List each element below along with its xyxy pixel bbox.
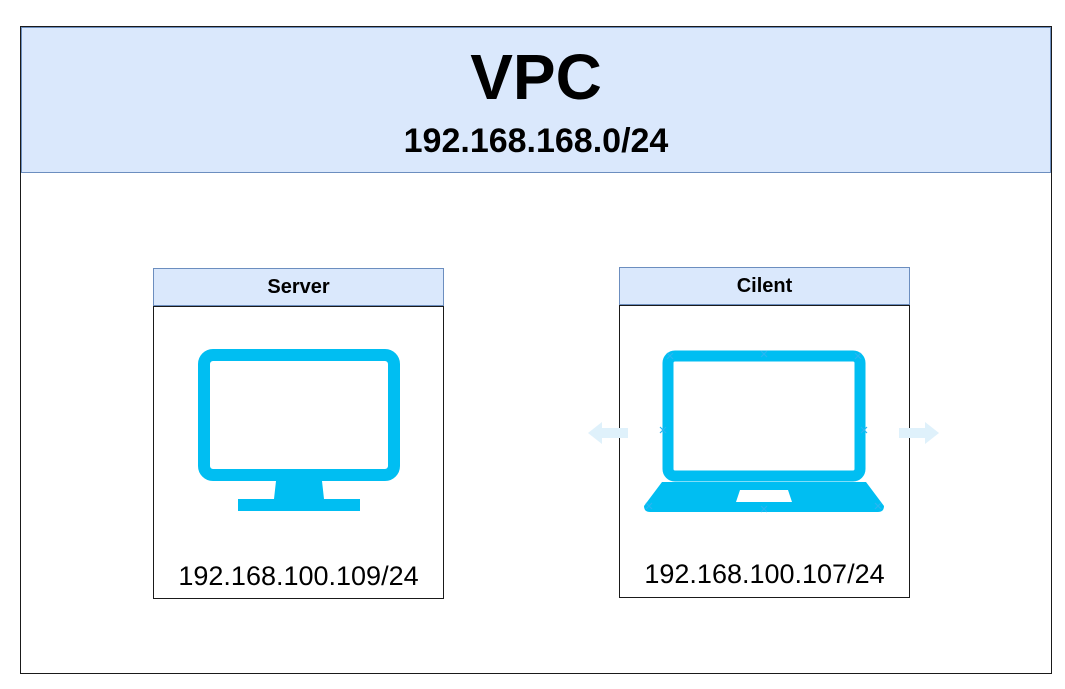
server-ip: 192.168.100.109/24 (178, 561, 419, 591)
client-ip: 192.168.100.107/24 (644, 559, 885, 589)
client-body: 192.168.100.107/24 (619, 305, 910, 598)
client-header: Cilent (619, 267, 910, 305)
monitor-icon (198, 349, 400, 511)
server-node[interactable]: Server 192.168.100.109/24 (153, 268, 444, 599)
client-node[interactable]: Cilent 192.168.100.107/24 (619, 267, 910, 598)
vpc-title: VPC (470, 41, 602, 113)
server-header: Server (153, 268, 444, 306)
arrow-right-icon[interactable] (897, 422, 939, 444)
selection-handles (645, 350, 882, 513)
arrow-left-icon[interactable] (588, 422, 630, 444)
laptop-icon (644, 350, 884, 512)
vpc-cidr: 192.168.168.0/24 (403, 122, 669, 160)
server-body: 192.168.100.109/24 (153, 306, 444, 599)
vpc-header: VPC 192.168.168.0/24 (21, 27, 1051, 173)
